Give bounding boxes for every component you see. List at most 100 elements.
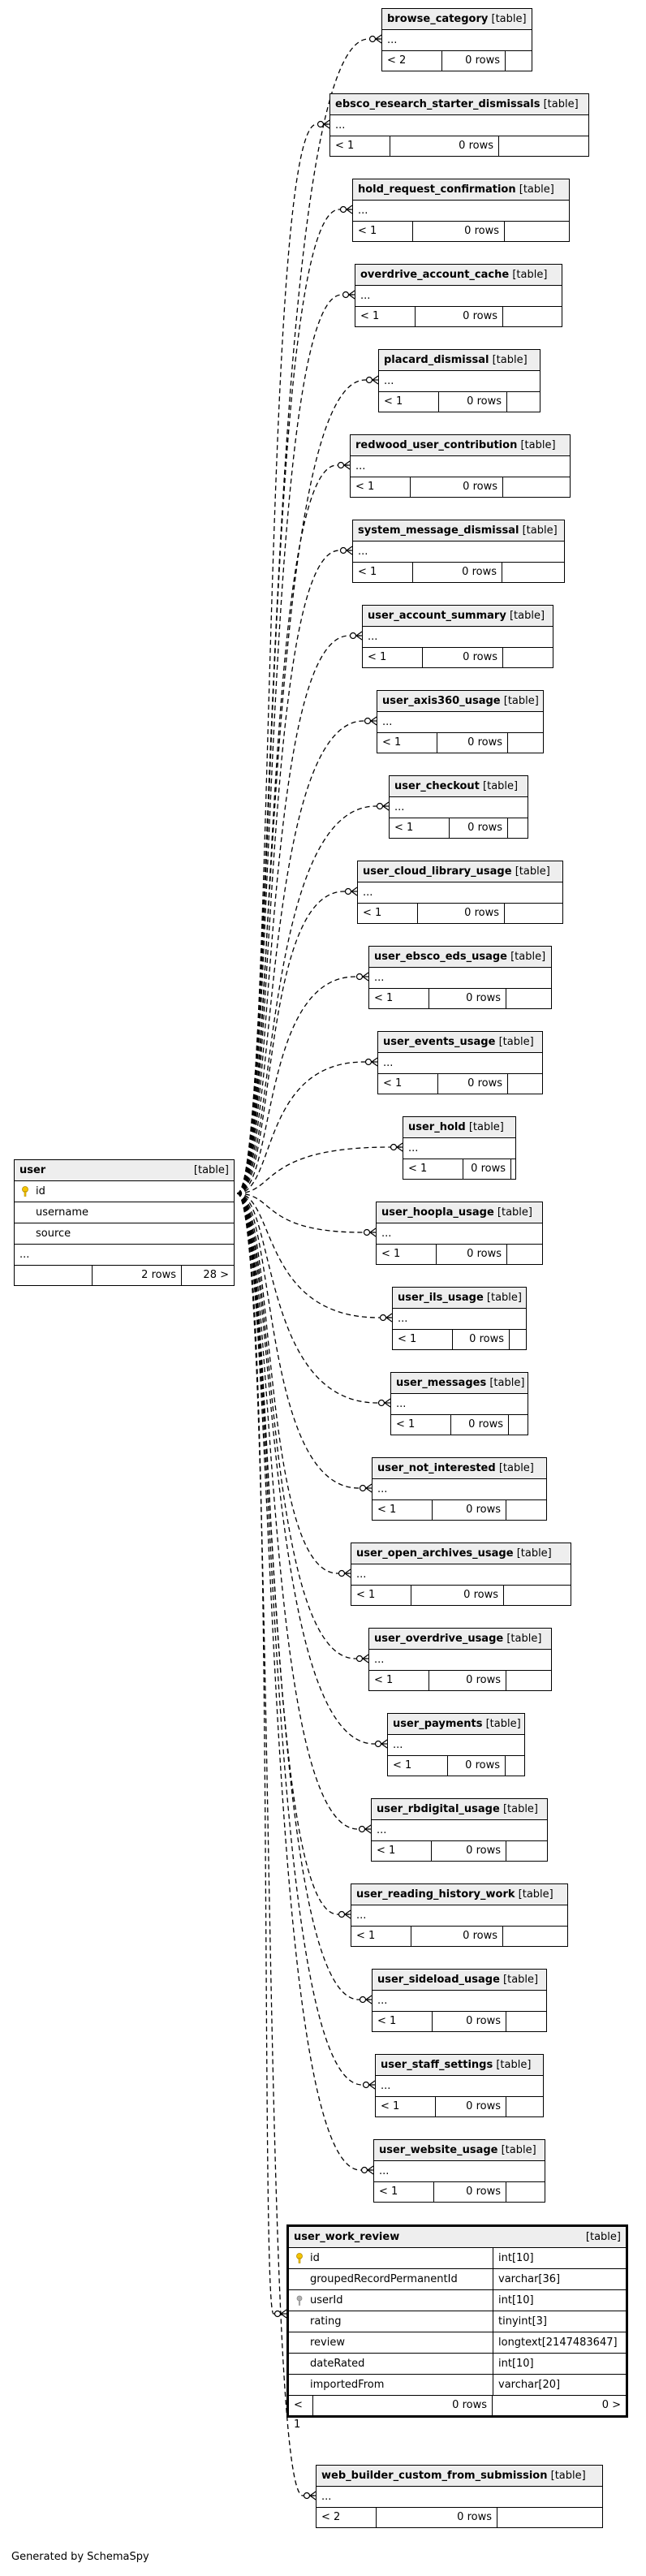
- column-row: ...: [388, 1735, 524, 1756]
- row-count: 0 rows: [448, 1756, 506, 1776]
- relationship-line: [236, 1193, 372, 1834]
- table-name: web_builder_custom_from_submission: [321, 2470, 548, 2482]
- column-row: ...: [372, 1820, 547, 1841]
- more-columns: ...: [383, 1057, 394, 1069]
- column-name: id: [310, 2252, 320, 2264]
- table-type: [table]: [496, 2059, 532, 2071]
- table-name: user_cloud_library_usage: [363, 865, 512, 878]
- table-name: user_ils_usage: [398, 1292, 484, 1304]
- table-user[interactable]: user [table] id username source ... 2 ro…: [14, 1159, 235, 1286]
- table-header: user_ils_usage [table]: [393, 1288, 526, 1309]
- more-columns: ...: [396, 1398, 407, 1410]
- column-row: review longtext[2147483647]: [289, 2332, 626, 2354]
- table-name: ebsco_research_starter_dismissals: [335, 98, 540, 110]
- table-type: [table]: [492, 354, 528, 366]
- parents-count: < 1: [353, 563, 413, 582]
- column-row: ...: [393, 1309, 526, 1330]
- column-row: rating tinyint[3]: [289, 2311, 626, 2332]
- relationship-line: [236, 1193, 351, 1919]
- column-row: ...: [382, 30, 532, 51]
- table-name: user_overdrive_usage: [374, 1633, 504, 1645]
- children-count: [504, 1756, 524, 1776]
- table-footer: < 1 0 rows 0 >: [289, 2396, 626, 2431]
- children-count: [505, 1841, 547, 1861]
- children-count: [502, 307, 562, 326]
- table-type: [table]: [498, 1462, 534, 1474]
- table-type: [table]: [486, 1292, 522, 1304]
- children-count: [502, 1586, 571, 1605]
- table-name: redwood_user_contribution: [355, 439, 518, 451]
- relationship-line: [236, 972, 369, 1194]
- row-count: 0 rows: [437, 733, 508, 753]
- table-name: overdrive_account_cache: [360, 269, 510, 281]
- table-header: overdrive_account_cache [table]: [355, 265, 562, 286]
- more-columns: ...: [363, 887, 373, 899]
- children-count: 0 >: [601, 2399, 621, 2411]
- column-name: dateRated: [310, 2358, 365, 2370]
- row-count: 0 rows: [416, 307, 503, 326]
- table-web-builder-custom-from-submission[interactable]: web_builder_custom_from_submission [tabl…: [316, 2465, 603, 2528]
- row-count: 0 rows: [433, 1500, 506, 1520]
- table-type: [table]: [510, 951, 546, 963]
- more-columns: ...: [381, 2080, 391, 2092]
- table-header: user_reading_history_work [table]: [351, 1884, 567, 1905]
- column-type: int[10]: [493, 2248, 534, 2268]
- column-row: ...: [373, 1991, 546, 2012]
- column-row: ...: [390, 797, 528, 818]
- row-count: 0 rows: [436, 2097, 506, 2116]
- column-row: ...: [373, 1479, 546, 1500]
- parents-count: < 1: [377, 733, 437, 753]
- column-name: userId: [310, 2294, 343, 2306]
- table-name: user_work_review: [294, 2231, 400, 2243]
- children-count: [507, 1415, 528, 1435]
- more-columns: ...: [321, 2491, 332, 2503]
- table-type: [table]: [520, 439, 556, 451]
- more-columns: ...: [377, 1995, 388, 2007]
- table-ebsco-research-starter-dismissals[interactable]: ebsco_research_starter_dismissals [table…: [329, 93, 589, 157]
- table-header: user_work_review [table]: [289, 2227, 626, 2248]
- row-count: 0 rows: [377, 2508, 497, 2527]
- table-user-work-review[interactable]: user_work_review [table] id int[10] grou…: [286, 2224, 628, 2431]
- table-type: [table]: [506, 1633, 542, 1645]
- row-count: 0 rows: [313, 2396, 493, 2415]
- column-row: username: [15, 1202, 234, 1223]
- more-columns: ...: [381, 1228, 392, 1240]
- table-type: [table]: [193, 1164, 229, 1176]
- relationship-line: [236, 1193, 393, 1323]
- table-type: [table]: [501, 2144, 536, 2156]
- table-header: hold_request_confirmation [table]: [353, 179, 569, 201]
- table-name: user_axis360_usage: [382, 695, 501, 707]
- table-header: web_builder_custom_from_submission [tabl…: [317, 2466, 602, 2487]
- column-row: ...: [330, 115, 588, 136]
- more-columns: ...: [360, 290, 371, 302]
